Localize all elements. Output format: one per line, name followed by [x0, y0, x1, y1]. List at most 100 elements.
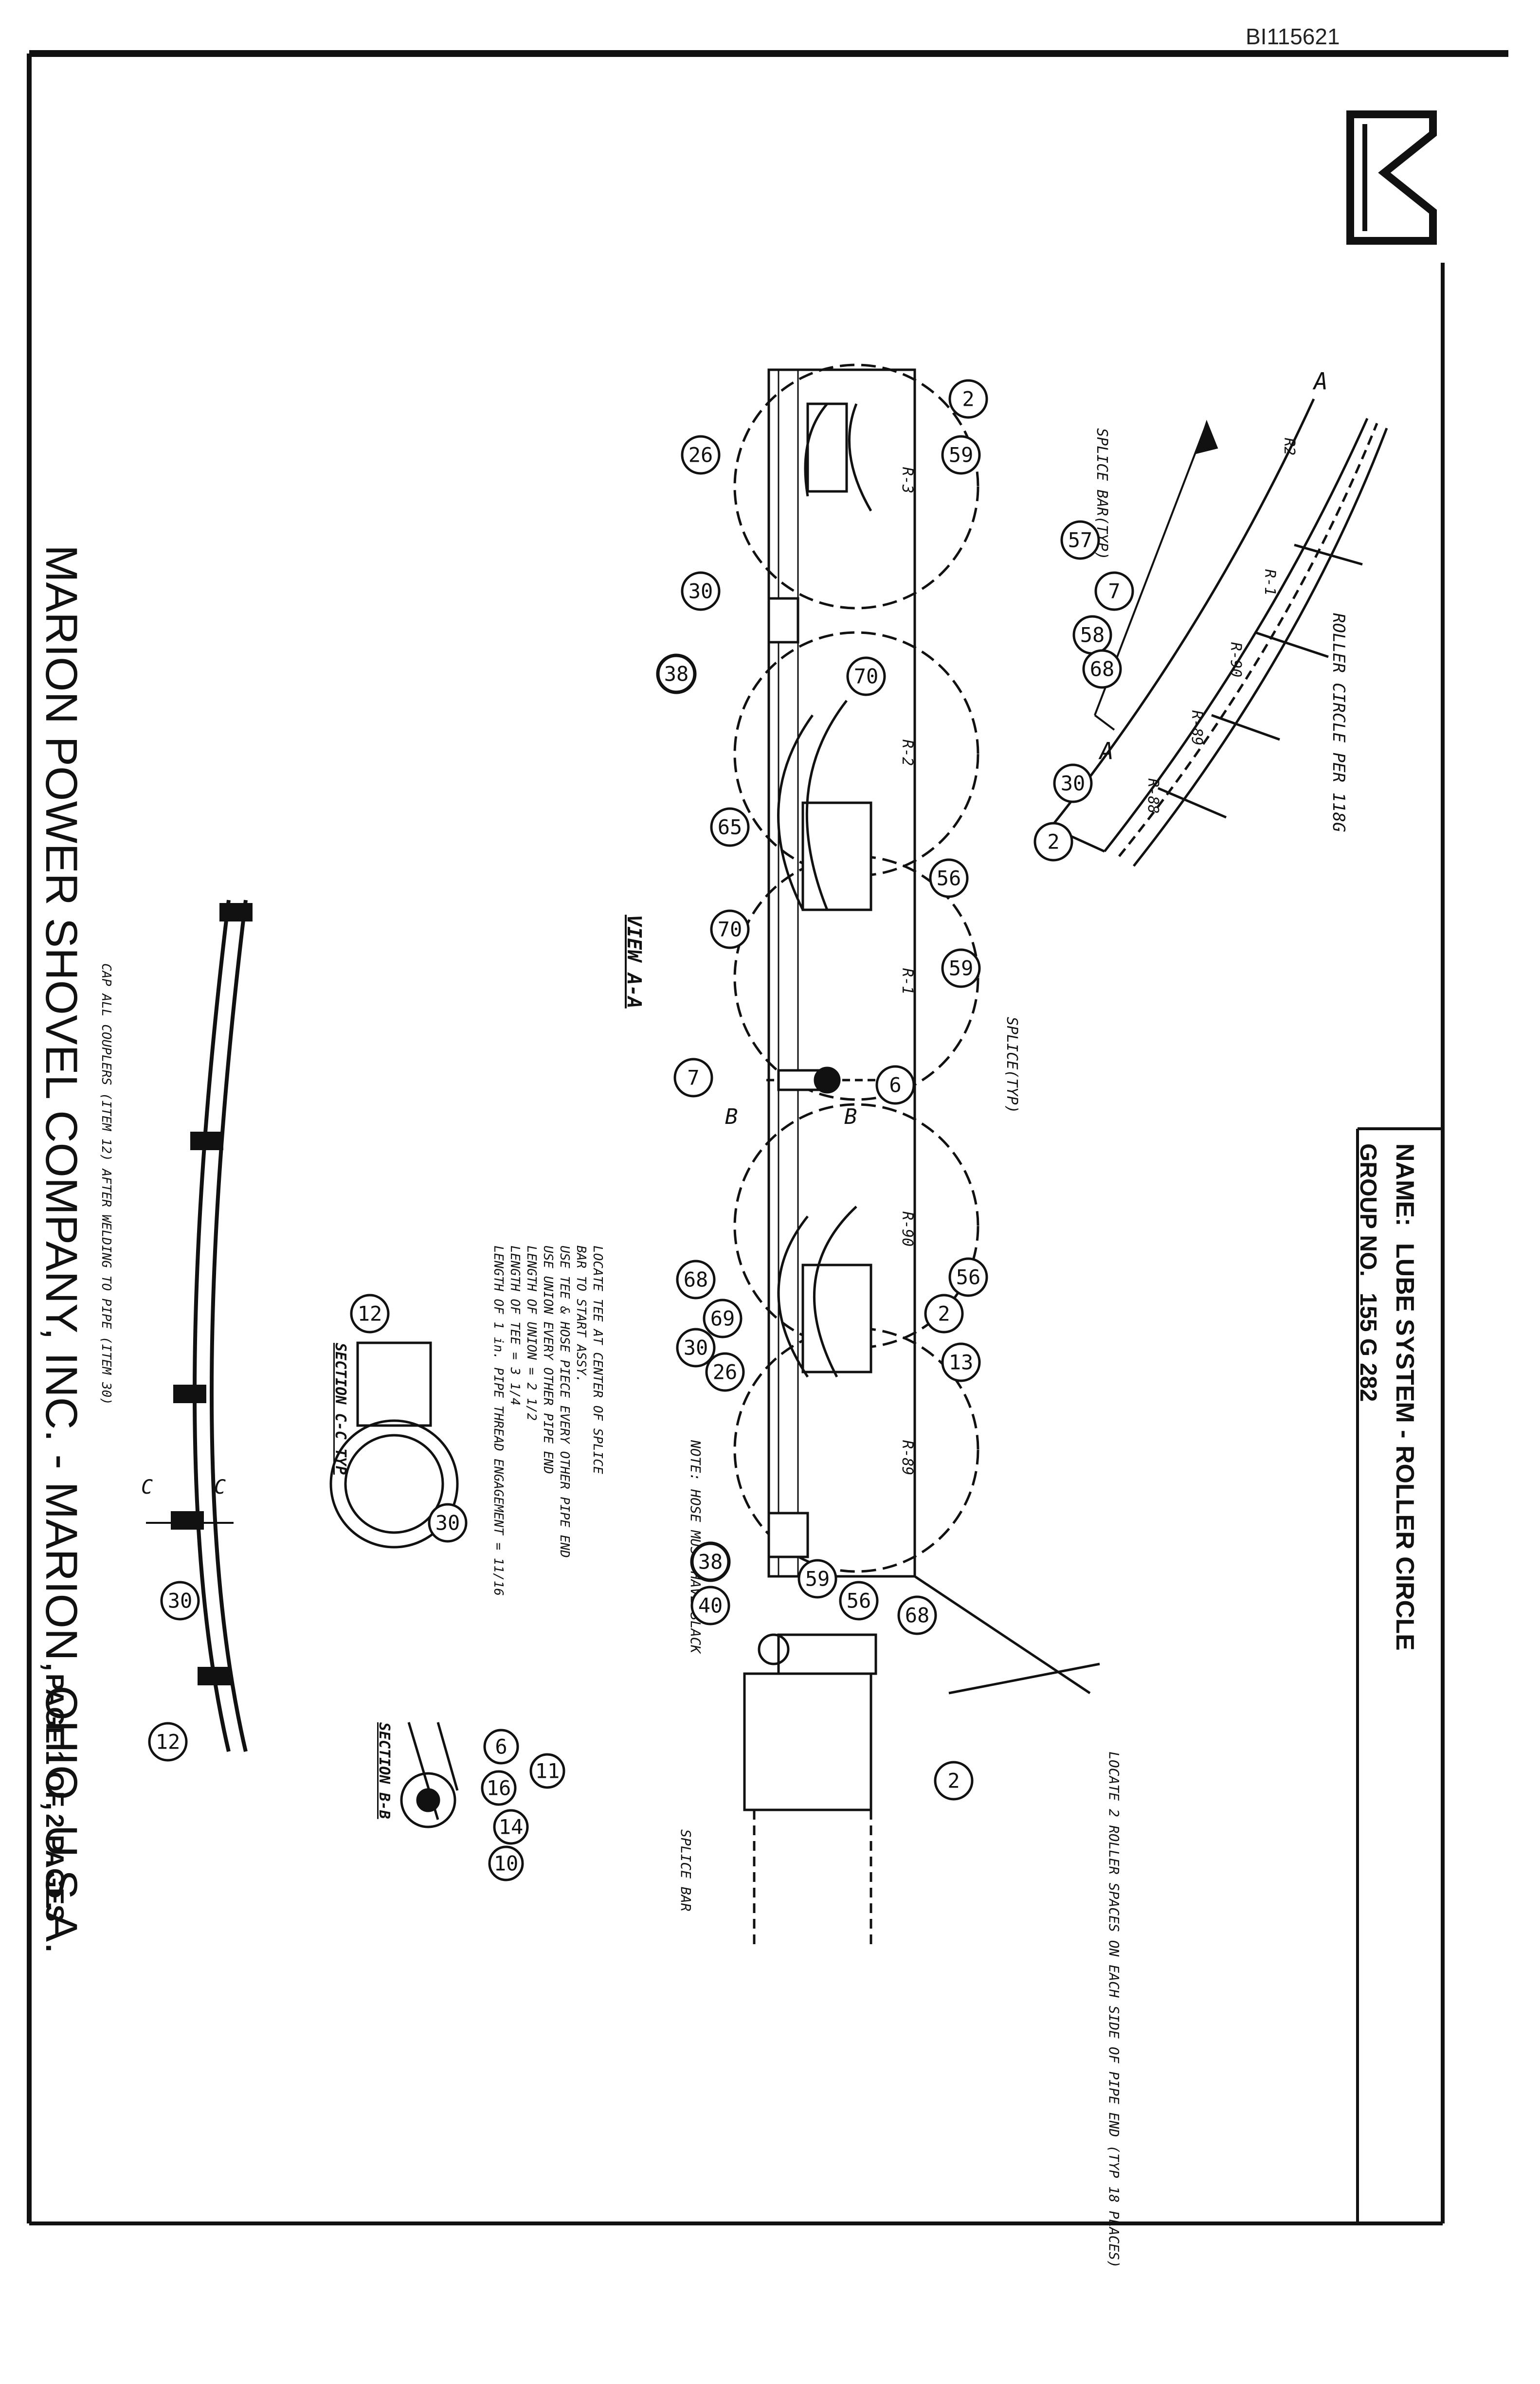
callout-bubble: 26: [705, 1352, 745, 1392]
svg-text:68: 68: [905, 1604, 930, 1627]
svg-text:6: 6: [889, 1073, 901, 1097]
svg-text:70: 70: [718, 918, 743, 941]
arc-roller-label: R-90: [1227, 642, 1244, 677]
callout-bubble: 7: [673, 1058, 713, 1098]
callout-bubble: 12: [350, 1294, 390, 1334]
arc-labels: ROLLER CIRCLE PER 118G SPLICE BAR(TYP) A…: [1093, 368, 1348, 832]
arc-roller-label: R-89: [1188, 710, 1205, 745]
section-b-label-left: B: [725, 1104, 738, 1129]
callout-bubble: 2: [948, 379, 988, 419]
callout-bubble: 14: [493, 1809, 529, 1845]
svg-text:65: 65: [718, 815, 743, 839]
group-label: GROUP NO.: [1355, 1143, 1381, 1277]
callout-bubble: 7: [1094, 571, 1134, 611]
view-aa-title: VIEW A-A: [623, 915, 645, 1009]
svg-text:57: 57: [1068, 528, 1093, 552]
svg-text:30: 30: [688, 579, 713, 603]
callout-bubble: 11: [529, 1753, 565, 1789]
section-cc-title: SECTION C-C TYP: [332, 1343, 349, 1475]
callout-bubble: 13: [941, 1342, 981, 1382]
svg-text:30: 30: [684, 1336, 708, 1360]
section-bb-callouts: 6 11 16 14 10: [481, 1729, 565, 1881]
section-a-label-top: A: [1312, 368, 1328, 395]
pipe-labels: CAP ALL COUPLERS (ITEM 12) AFTER WELDING…: [99, 963, 226, 1499]
callout-bubble: 6: [875, 1065, 915, 1105]
section-c-label-left: C: [141, 1476, 153, 1499]
callout-bubble: 30: [676, 1328, 716, 1368]
roller-label: R-3: [899, 467, 916, 493]
callout-bubble: 10: [488, 1845, 524, 1881]
callout-bubble: 2: [934, 1761, 974, 1801]
callout-bubble: 57: [1060, 520, 1100, 560]
splice-typ-label: SPLICE(TYP): [1003, 1017, 1020, 1114]
svg-text:12: 12: [156, 1730, 181, 1754]
svg-text:BAR TO START ASSY.: BAR TO START ASSY.: [574, 1246, 588, 1383]
roller-label: R-89: [899, 1440, 916, 1475]
svg-text:30: 30: [168, 1589, 193, 1613]
curved-pipe-drawing: [146, 900, 253, 1752]
cap-couplers-note: CAP ALL COUPLERS (ITEM 12) AFTER WELDING…: [99, 963, 113, 1405]
section-cc-labels: SECTION C-C TYP: [332, 1343, 349, 1475]
callout-bubble: 69: [703, 1299, 743, 1338]
svg-text:30: 30: [435, 1511, 460, 1535]
section-bb-labels: SECTION B-B: [376, 1722, 393, 1819]
svg-text:7: 7: [1108, 579, 1120, 603]
arc-roller-label: R-88: [1144, 778, 1161, 813]
callout-bubble: 59: [941, 435, 981, 475]
section-cc-callouts: 12 30: [350, 1294, 468, 1543]
callout-bubble: 30: [1053, 763, 1093, 803]
callout-bubble: 56: [839, 1581, 879, 1621]
document-id: BI115621: [1246, 24, 1340, 49]
callout-bubble: 59: [797, 1559, 837, 1599]
svg-text:68: 68: [684, 1268, 708, 1292]
svg-text:12: 12: [358, 1302, 382, 1326]
svg-text:26: 26: [713, 1360, 738, 1384]
roller-spacing-note: LOCATE 2 ROLLER SPACES ON EACH SIDE OF P…: [1106, 1752, 1122, 2268]
svg-text:LOCATE TEE AT CENTER OF SPLICE: LOCATE TEE AT CENTER OF SPLICE: [590, 1246, 605, 1474]
callout-bubble: 70: [710, 909, 750, 949]
callout-bubble: 56: [929, 858, 969, 898]
svg-text:59: 59: [805, 1567, 830, 1591]
svg-text:56: 56: [956, 1265, 981, 1289]
svg-text:70: 70: [854, 665, 879, 688]
pipe-callouts: 30 12: [148, 1581, 200, 1762]
roller-circle-label: ROLLER CIRCLE PER 118G: [1329, 613, 1348, 832]
splice-bar-label: SPLICE BAR: [678, 1829, 694, 1912]
arc-roller-label: R-1: [1261, 569, 1278, 596]
callout-bubble: 30: [428, 1503, 468, 1543]
callout-bubble: 70: [846, 656, 886, 696]
section-a-label-bottom: A: [1098, 738, 1114, 765]
callout-bubble: 68: [1082, 649, 1122, 689]
section-c-label-right: C: [214, 1476, 226, 1499]
callout-bubble: 30: [681, 571, 721, 611]
svg-text:11: 11: [535, 1759, 560, 1783]
svg-text:2: 2: [1047, 830, 1059, 854]
svg-text:69: 69: [710, 1307, 735, 1331]
svg-text:USE TEE & HOSE PIECE EVERY OTH: USE TEE & HOSE PIECE EVERY OTHER PIPE EN…: [557, 1246, 572, 1558]
svg-text:16: 16: [487, 1776, 511, 1800]
svg-text:LENGTH OF 1 in. PIPE THREAD EN: LENGTH OF 1 in. PIPE THREAD ENGAGEMENT =…: [491, 1246, 506, 1596]
callout-bubble: 56: [948, 1257, 988, 1297]
splice-bar-detail: [743, 1575, 1100, 1946]
svg-text:59: 59: [949, 957, 974, 980]
callout-bubble: 58: [1072, 615, 1112, 655]
svg-text:LENGTH OF TEE = 3 1/4: LENGTH OF TEE = 3 1/4: [507, 1246, 522, 1406]
svg-text:NAME: LUBE SYSTEM - ROLL: NAME: LUBE SYSTEM - ROLLER CIRCLE: [1391, 1143, 1419, 1651]
title-block: NAME: LUBE SYSTEM - ROLLER CIRCLE GROUP …: [1355, 1143, 1419, 1651]
svg-text:10: 10: [494, 1852, 519, 1876]
svg-text:2: 2: [962, 387, 974, 411]
svg-text:2: 2: [938, 1302, 950, 1326]
callout-bubble: 16: [481, 1770, 517, 1806]
callout-bubble: 40: [690, 1586, 730, 1625]
svg-text:6: 6: [495, 1735, 507, 1759]
svg-text:56: 56: [847, 1589, 871, 1613]
detail-callouts: 68 56 59 38 40 2: [690, 1541, 974, 1801]
svg-text:40: 40: [698, 1594, 723, 1618]
svg-text:14: 14: [499, 1815, 524, 1839]
callout-bubble: 2: [1033, 822, 1073, 862]
callout-bubble: 65: [710, 807, 750, 847]
svg-text:58: 58: [1080, 623, 1105, 647]
svg-text:38: 38: [664, 662, 689, 686]
svg-text:59: 59: [949, 443, 974, 467]
